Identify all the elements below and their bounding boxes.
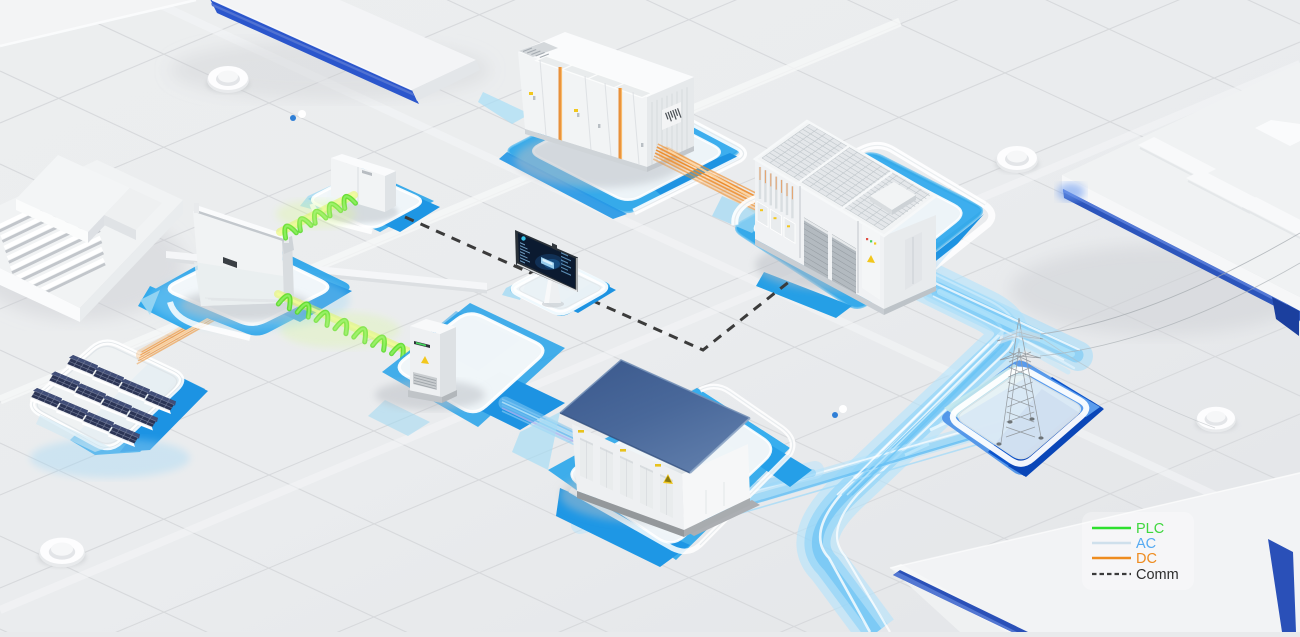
svg-text:PLC: PLC [1136, 521, 1164, 537]
svg-text:DC: DC [1136, 551, 1157, 567]
svg-text:AC: AC [1136, 536, 1156, 552]
svg-text:Comm: Comm [1136, 567, 1179, 583]
